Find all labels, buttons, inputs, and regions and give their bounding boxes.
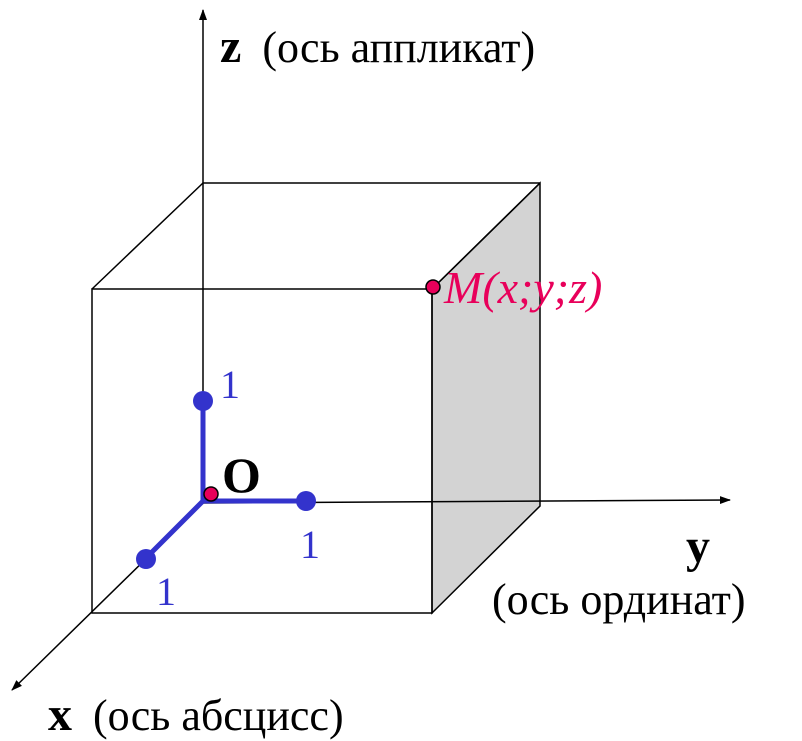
y-axis-letter: y xyxy=(686,520,710,573)
unit-segment-x xyxy=(143,498,206,561)
unit-point-x xyxy=(136,549,156,569)
unit-point-y xyxy=(296,491,316,511)
unit-point-z xyxy=(193,391,213,411)
z-axis-letter: z xyxy=(220,20,241,73)
z-axis-desc: (ось аппликат) xyxy=(262,23,535,72)
unit-label-z: 1 xyxy=(220,362,240,407)
box-top-left-edge xyxy=(91,182,204,290)
x-axis-label: x (ось абсцисс) xyxy=(48,688,344,741)
y-axis-desc: (ось ординат) xyxy=(492,575,746,624)
shaded-face xyxy=(431,181,541,615)
unit-label-x: 1 xyxy=(156,569,176,614)
unit-label-y: 1 xyxy=(300,522,320,567)
point-m-label: M(x;y;z) xyxy=(443,262,602,313)
z-axis-label: z (ось аппликат) xyxy=(220,20,535,73)
box-front-face xyxy=(91,288,433,614)
unit-segments xyxy=(143,398,309,561)
x-axis-letter: x xyxy=(48,688,72,741)
box xyxy=(91,182,541,614)
point-m xyxy=(425,279,441,295)
origin-point xyxy=(203,486,219,502)
x-axis-desc: (ось абсцисс) xyxy=(93,691,344,740)
box-top-right-edge xyxy=(431,182,541,290)
origin-label: O xyxy=(222,447,261,503)
